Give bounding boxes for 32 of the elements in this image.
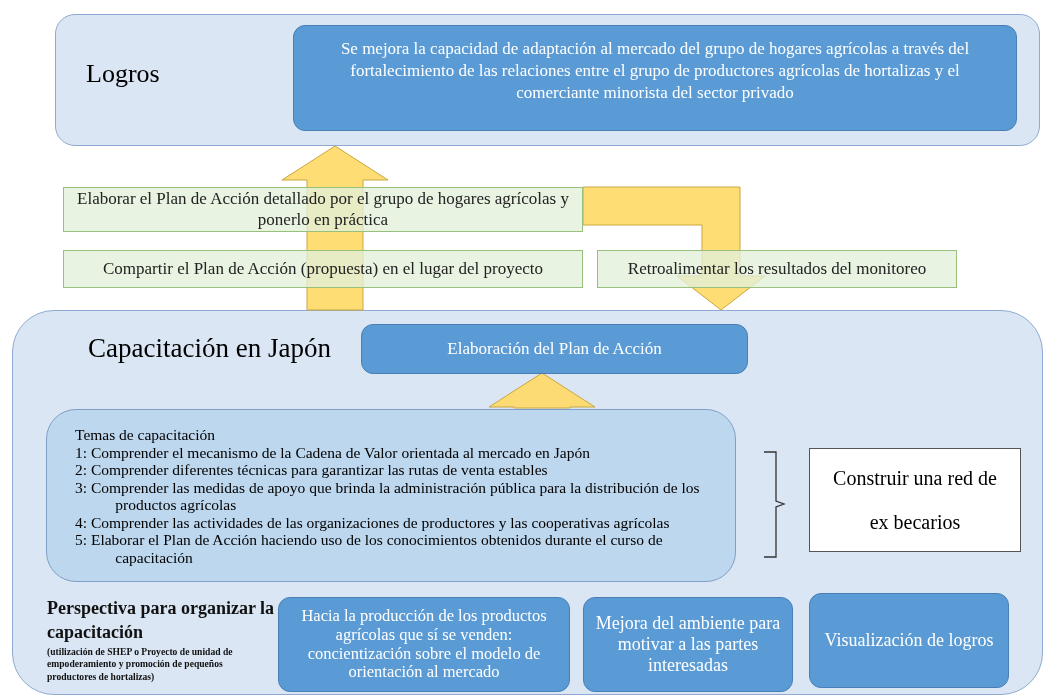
perspective-box — [583, 597, 793, 692]
box-text: Visualización de logros — [824, 630, 994, 651]
topic-item: 1: Comprender el mecanismo de la Cadena de Valor orientada al mercado en Japón — [75, 443, 591, 461]
topic-item: 2: Comprender diferentes técnicas para garantizar las rutas de venta estables — [75, 461, 549, 479]
box-text: Mejora del ambiente para motivar a las partes interesadas — [594, 613, 782, 676]
topic-item: 4: Comprender las actividades de las organizaciones de productores y las cooperativas agrícolas — [75, 513, 671, 531]
box-text: Elaborar el Plan de Acción detallado por el grupo de hogares agrícolas y ponerlo en práctica — [76, 189, 570, 230]
topics-heading: Temas de capacitación — [75, 426, 217, 444]
perspective-box — [278, 597, 570, 692]
results-panel — [55, 14, 1040, 146]
step-box — [597, 250, 957, 288]
section-heading: Perspectiva para organizar la capacitación — [47, 597, 275, 645]
box-text: Hacia la producción de los productos agrícolas que sí se venden: concientización sobre el modelo de orientación al mercado — [300, 606, 548, 683]
panel-title: Capacitación en Japón — [88, 333, 331, 364]
network-box — [809, 448, 1021, 552]
step-box — [63, 250, 583, 288]
topic-item: 3: Comprender las medidas de apoyo que brinda la administración pública para la distribución de los productos agrícolas — [75, 478, 701, 514]
box-text: Retroalimentar los resultados del monitoreo — [627, 258, 927, 280]
block-arrow — [281, 145, 389, 311]
topics-box — [46, 409, 736, 582]
box-text: Construir una red de ex becarios — [832, 466, 998, 535]
action-plan-box — [361, 324, 748, 374]
topic-item: 5: Elaborar el Plan de Acción haciendo uso de los conocimientos obtenidos durante el curso de capacitación — [75, 531, 664, 566]
box-text: Compartir el Plan de Acción (propuesta) en el lugar del proyecto — [103, 258, 543, 280]
perspective-box — [809, 593, 1009, 688]
training-panel — [12, 310, 1043, 695]
box-text: Se mejora la capacidad de adaptación al mercado del grupo de hogares agrícolas a través del fortalecimiento de las relaciones entre el grupo de productores agrícolas de hortalizas y el comerciante minorista del sector privado — [339, 38, 971, 105]
box-text: Elaboración del Plan de Acción — [447, 339, 662, 359]
panel-title: Logros — [86, 59, 160, 89]
outcome-box — [293, 25, 1017, 131]
block-arrow — [488, 372, 596, 409]
note-text: (utilización de SHEP o Proyecto de unidad de empoderamiento y promoción de pequeños productores de hortalizas) — [47, 646, 234, 684]
